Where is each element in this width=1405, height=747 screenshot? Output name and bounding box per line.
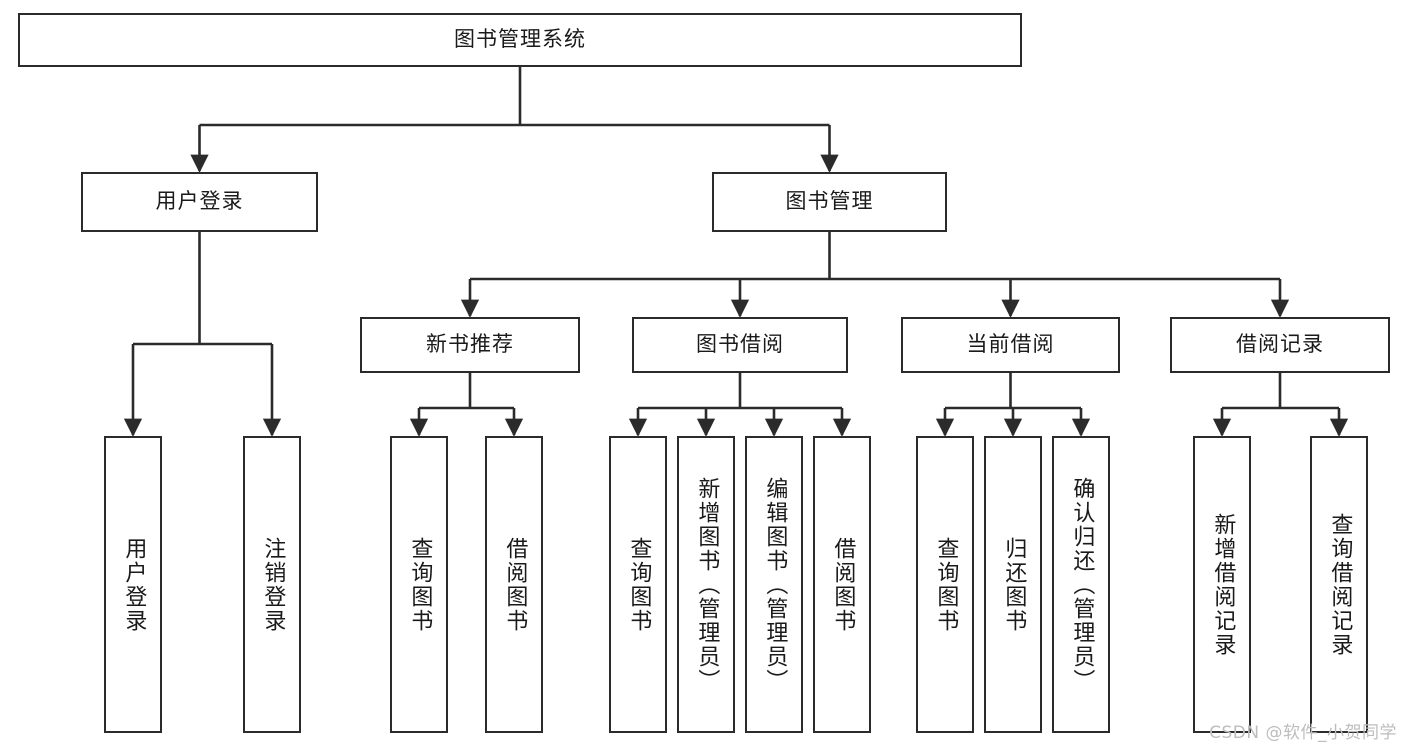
node-label: 图书管理 [785,189,874,214]
node-borrow[interactable]: 图书借阅 [632,317,848,373]
node-l5[interactable]: 查询图书 [609,436,667,733]
node-label: 查询图书 [407,536,433,633]
watermark-text: CSDN @软件_小贺同学 [1209,723,1397,743]
node-l10[interactable]: 归还图书 [984,436,1042,733]
node-label: 用户登录 [121,536,147,633]
node-l7[interactable]: 编辑图书（管理员） [745,436,803,733]
node-l9[interactable]: 查询图书 [916,436,974,733]
node-label: 用户登录 [155,189,244,214]
node-records[interactable]: 借阅记录 [1170,317,1390,373]
node-label: 借阅图书 [830,536,856,633]
node-root[interactable]: 图书管理系统 [18,13,1022,67]
node-current[interactable]: 当前借阅 [901,317,1120,373]
node-label: 注销登录 [260,536,286,633]
node-bookmgmt[interactable]: 图书管理 [712,172,947,232]
node-l2[interactable]: 注销登录 [243,436,301,733]
node-label: 新增图书（管理员） [694,476,720,693]
node-label: 归还图书 [1001,536,1027,633]
node-l12[interactable]: 新增借阅记录 [1193,436,1251,733]
node-label: 借阅记录 [1236,332,1324,357]
node-login[interactable]: 用户登录 [81,172,318,232]
connector-lines [123,67,1349,437]
node-label: 查询图书 [933,536,959,633]
node-label: 编辑图书（管理员） [762,476,788,693]
node-l6[interactable]: 新增图书（管理员） [677,436,735,733]
node-label: 新书推荐 [426,332,514,357]
node-label: 图书借阅 [696,332,784,357]
node-l1[interactable]: 用户登录 [104,436,162,733]
node-l8[interactable]: 借阅图书 [813,436,871,733]
node-label: 查询图书 [626,536,652,633]
node-label: 确认归还（管理员） [1069,476,1095,693]
node-label: 图书管理系统 [454,27,586,52]
node-l3[interactable]: 查询图书 [390,436,448,733]
node-l4[interactable]: 借阅图书 [485,436,543,733]
node-label: 借阅图书 [502,536,528,633]
node-label: 当前借阅 [966,332,1055,357]
node-l11[interactable]: 确认归还（管理员） [1052,436,1110,733]
node-label: 查询借阅记录 [1327,512,1353,657]
node-l13[interactable]: 查询借阅记录 [1310,436,1368,733]
node-newbook[interactable]: 新书推荐 [360,317,580,373]
node-label: 新增借阅记录 [1210,512,1236,657]
